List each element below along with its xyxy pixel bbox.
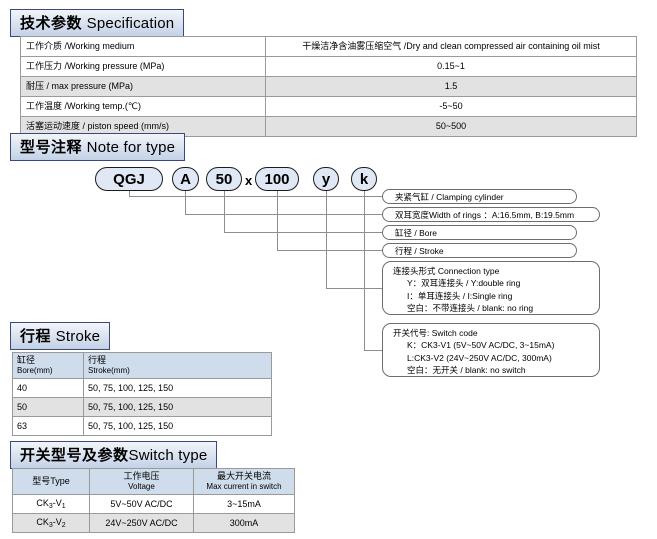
connection-type-option: I：单耳连接头 / I:Single ring bbox=[407, 290, 513, 301]
model-code-pill-stroke: 100 bbox=[255, 167, 299, 191]
spec-label: 工作压力 /Working pressure (MPa) bbox=[20, 56, 266, 77]
switch-type-table: 型号Type 工作电压 Voltage 最大开关电流 Max current i… bbox=[12, 467, 295, 534]
model-code-pill-bore: 50 bbox=[206, 167, 242, 191]
section-title-en: Specification bbox=[86, 15, 175, 32]
leader-line-segment bbox=[277, 250, 382, 251]
stroke-header-stroke: 行程 Stroke(mm) bbox=[83, 351, 272, 380]
section-title-cn: 开关型号及参数 bbox=[20, 447, 129, 464]
table-row: CK3-V1 5V~50V AC/DC 3~15mA bbox=[12, 494, 295, 515]
callout-stroke: 行程 / Stroke bbox=[382, 243, 577, 258]
model-code-diagram: QGJ A 50 x 100 y k 夹紧气缸 / Clamping cylin… bbox=[0, 160, 657, 385]
section-title-cn: 技术参数 bbox=[20, 15, 87, 32]
switch-voltage-value: 24V~250V AC/DC bbox=[89, 513, 194, 534]
table-row: 工作压力 /Working pressure (MPa) 0.15~1 bbox=[20, 56, 637, 77]
leader-line-segment bbox=[129, 196, 382, 197]
section-title-en: Note for type bbox=[86, 139, 176, 156]
model-code-pill-switch: k bbox=[351, 167, 377, 191]
spec-label: 工作温度 /Working temp.(℃) bbox=[20, 96, 266, 117]
model-code-pill-connection: y bbox=[313, 167, 339, 191]
stroke-bore-value: 63 bbox=[12, 416, 84, 437]
connection-type-option: 空白：不带连接头 / blank: no ring bbox=[407, 302, 534, 313]
section-title-en: Switch type bbox=[128, 447, 208, 464]
spec-value: 0.15~1 bbox=[265, 56, 637, 77]
leader-line-segment bbox=[364, 191, 365, 351]
stroke-table: 缸径 Bore(mm) 行程 Stroke(mm) 40 50, 75, 100… bbox=[12, 351, 272, 437]
spec-value: 干燥洁净含油雾压缩空气 /Dry and clean compressed ai… bbox=[265, 36, 637, 57]
stroke-bore-value: 40 bbox=[12, 378, 84, 399]
model-code-pill-series: QGJ bbox=[95, 167, 163, 191]
leader-line-segment bbox=[277, 191, 278, 251]
switch-header-type: 型号Type bbox=[12, 467, 90, 496]
table-row: 耐压 / max pressure (MPa) 1.5 bbox=[20, 76, 637, 97]
switch-code-option: L:CK3-V2 (24V~250V AC/DC, 300mA) bbox=[407, 352, 552, 363]
table-header-row: 缸径 Bore(mm) 行程 Stroke(mm) bbox=[12, 351, 272, 380]
switch-current-value: 3~15mA bbox=[193, 494, 295, 515]
section-title-en: Stroke bbox=[55, 328, 101, 345]
connection-type-option: Y：双耳连接头 / Y:double ring bbox=[407, 278, 521, 289]
section-title-cn: 行程 bbox=[20, 328, 56, 345]
callout-bore: 缸径 / Bore bbox=[382, 225, 577, 240]
switch-code-title: 开关代号: Switch code bbox=[393, 328, 478, 338]
stroke-values: 50, 75, 100, 125, 150 bbox=[83, 397, 272, 418]
section-header-switch-type: 开关型号及参数Switch type bbox=[10, 441, 218, 469]
callout-width-of-rings: 双耳宽度Width of rings ：A:16.5mm, B:19.5mm bbox=[382, 207, 600, 222]
spec-value: -5~50 bbox=[265, 96, 637, 117]
section-header-stroke: 行程 Stroke bbox=[10, 322, 111, 350]
spec-label: 耐压 / max pressure (MPa) bbox=[20, 76, 266, 97]
spec-value: 1.5 bbox=[265, 76, 637, 97]
section-header-specification: 技术参数 Specification bbox=[10, 9, 185, 37]
leader-line-segment bbox=[364, 350, 382, 351]
table-row: CK3-V2 24V~250V AC/DC 300mA bbox=[12, 513, 295, 534]
leader-line-segment bbox=[185, 214, 382, 215]
stroke-values: 50, 75, 100, 125, 150 bbox=[83, 416, 272, 437]
stroke-values: 50, 75, 100, 125, 150 bbox=[83, 378, 272, 399]
callout-switch-code: 开关代号: Switch code K：CK3-V1 (5V~50V AC/DC… bbox=[382, 323, 600, 377]
table-row: 50 50, 75, 100, 125, 150 bbox=[12, 397, 272, 418]
leader-line-segment bbox=[129, 191, 130, 197]
callout-connection-type: 连接头形式 Connection type Y：双耳连接头 / Y:double… bbox=[382, 261, 600, 315]
specification-table: 工作介质 /Working medium 干燥洁净含油雾压缩空气 /Dry an… bbox=[20, 36, 637, 137]
switch-current-value: 300mA bbox=[193, 513, 295, 534]
switch-type-value: CK3-V2 bbox=[12, 513, 90, 534]
leader-line-segment bbox=[326, 191, 327, 289]
stroke-bore-value: 50 bbox=[12, 397, 84, 418]
spec-label: 活塞运动速度 / piston speed (mm/s) bbox=[20, 116, 266, 137]
table-row: 工作介质 /Working medium 干燥洁净含油雾压缩空气 /Dry an… bbox=[20, 36, 637, 57]
table-row: 活塞运动速度 / piston speed (mm/s) 50~500 bbox=[20, 116, 637, 137]
table-header-row: 型号Type 工作电压 Voltage 最大开关电流 Max current i… bbox=[12, 467, 295, 496]
leader-line-segment bbox=[224, 232, 382, 233]
model-code-pill-ring-width: A bbox=[172, 167, 199, 191]
leader-line-segment bbox=[326, 288, 382, 289]
section-header-note-for-type: 型号注释 Note for type bbox=[10, 133, 186, 161]
switch-code-option: K：CK3-V1 (5V~50V AC/DC, 3~15mA) bbox=[407, 340, 555, 351]
switch-header-current: 最大开关电流 Max current in switch bbox=[193, 467, 295, 496]
switch-code-option: 空白：无开关 / blank: no switch bbox=[407, 364, 526, 375]
switch-header-voltage: 工作电压 Voltage bbox=[89, 467, 194, 496]
multiply-symbol: x bbox=[245, 173, 253, 188]
spec-value: 50~500 bbox=[265, 116, 637, 137]
table-row: 63 50, 75, 100, 125, 150 bbox=[12, 416, 272, 437]
table-row: 工作温度 /Working temp.(℃) -5~50 bbox=[20, 96, 637, 117]
callout-clamping-cylinder: 夹紧气缸 / Clamping cylinder bbox=[382, 189, 577, 204]
leader-line-segment bbox=[185, 191, 186, 215]
spec-label: 工作介质 /Working medium bbox=[20, 36, 266, 57]
stroke-header-bore: 缸径 Bore(mm) bbox=[12, 351, 84, 380]
switch-voltage-value: 5V~50V AC/DC bbox=[89, 494, 194, 515]
section-title-cn: 型号注释 bbox=[20, 139, 87, 156]
switch-type-value: CK3-V1 bbox=[12, 494, 90, 515]
table-row: 40 50, 75, 100, 125, 150 bbox=[12, 378, 272, 399]
connection-type-title: 连接头形式 Connection type bbox=[393, 266, 500, 276]
leader-line-segment bbox=[224, 191, 225, 233]
